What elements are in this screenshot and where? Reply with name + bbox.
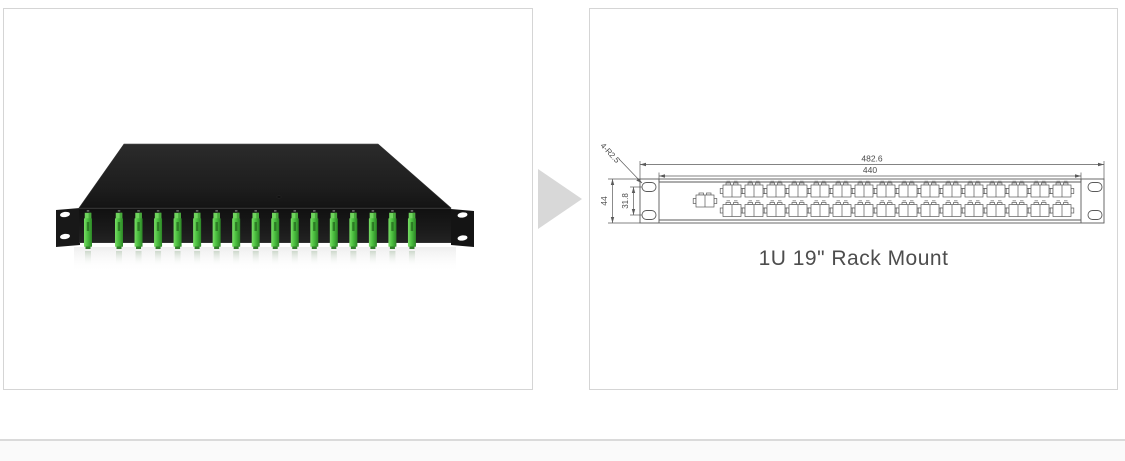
duplex-adapter-symbol — [1027, 200, 1053, 217]
duplex-adapter-symbol — [917, 200, 943, 217]
footer-area — [0, 441, 1125, 461]
duplex-adapter-symbol — [851, 180, 877, 198]
duplex-adapter-symbol — [1005, 200, 1031, 217]
duplex-adapter-symbol — [895, 180, 921, 198]
rack-diagram-card: 482.6 440 44 31.8 4-R2.5 1U 19" Rack Mou… — [589, 8, 1118, 390]
sc-apc-connector — [173, 210, 182, 266]
duplex-adapter-symbol — [692, 192, 718, 208]
sc-apc-connector — [349, 210, 358, 266]
duplex-adapter-symbol — [829, 200, 855, 217]
duplex-adapter-symbol — [895, 200, 921, 217]
dim-corner-radius: 4-R2.5 — [599, 141, 622, 165]
duplex-adapter-symbol — [763, 200, 789, 217]
duplex-adapter-symbol — [719, 180, 745, 198]
diagram-caption: 1U 19" Rack Mount — [758, 247, 949, 270]
chassis-top — [78, 143, 452, 209]
duplex-adapter-symbol — [873, 180, 899, 198]
duplex-adapter-symbol — [1027, 180, 1053, 198]
sc-apc-connector — [193, 210, 202, 266]
sc-apc-connector — [251, 210, 260, 266]
sc-apc-connector — [154, 210, 163, 266]
product-photo-svg — [56, 143, 474, 273]
duplex-adapter-symbol — [873, 200, 899, 217]
arrow-right-icon — [538, 169, 582, 229]
duplex-adapter-symbol — [961, 200, 987, 217]
sc-apc-connector — [232, 210, 241, 266]
duplex-adapter-symbol — [807, 200, 833, 217]
sc-apc-connector — [271, 210, 280, 266]
sc-apc-connector — [84, 210, 92, 266]
sc-apc-connector — [329, 210, 338, 266]
sc-apc-connector — [212, 210, 221, 266]
sc-apc-connector — [115, 210, 123, 266]
duplex-adapter-symbol — [807, 180, 833, 198]
reflection-band — [74, 247, 456, 273]
panel-outline — [639, 178, 1105, 224]
duplex-adapter-symbol — [917, 180, 943, 198]
ear-hole — [60, 233, 70, 240]
dim-height: 44 — [599, 196, 609, 206]
dimension-labels: 482.6 440 44 31.8 4-R2.5 — [599, 141, 883, 209]
section-divider — [0, 439, 1125, 441]
dim-slot-spacing: 31.8 — [621, 193, 630, 209]
duplex-adapter-symbol — [939, 180, 965, 198]
dim-overall-width: 482.6 — [861, 154, 883, 164]
sc-apc-connector — [407, 210, 416, 266]
duplex-adapter-symbol — [741, 180, 767, 198]
duplex-adapter-symbol — [1049, 180, 1075, 198]
duplex-adapter-symbol — [851, 200, 877, 217]
duplex-adapter-symbol — [785, 180, 811, 198]
sc-apc-connector — [368, 210, 377, 266]
screw-icon — [276, 195, 282, 199]
sc-apc-connector — [388, 210, 397, 266]
ear-hole — [457, 212, 468, 218]
connectors-group — [84, 210, 416, 266]
duplex-adapter-symbol — [719, 200, 745, 217]
product-photo-card — [3, 8, 533, 390]
dimension-lines — [608, 158, 1105, 224]
sc-apc-connector — [310, 210, 319, 266]
duplex-adapter-symbol — [829, 180, 855, 198]
duplex-adapter-symbol — [983, 180, 1009, 198]
adapter-rows-group — [719, 180, 1075, 217]
input-adapter-group — [692, 192, 718, 208]
dim-inner-width: 440 — [863, 165, 877, 175]
duplex-adapter-symbol — [1005, 180, 1031, 198]
duplex-adapter-symbol — [785, 200, 811, 217]
ear-hole — [60, 211, 70, 218]
duplex-adapter-symbol — [961, 180, 987, 198]
duplex-adapter-symbol — [983, 200, 1009, 217]
ear-hole — [457, 235, 468, 241]
sc-apc-connector — [134, 210, 143, 266]
sc-apc-connector — [290, 210, 299, 266]
duplex-adapter-symbol — [1049, 200, 1075, 217]
rack-diagram-svg: 482.6 440 44 31.8 4-R2.5 — [599, 141, 1105, 224]
mount-ear-right — [451, 209, 474, 247]
duplex-adapter-symbol — [741, 200, 767, 217]
duplex-adapter-symbol — [939, 200, 965, 217]
duplex-adapter-symbol — [763, 180, 789, 198]
